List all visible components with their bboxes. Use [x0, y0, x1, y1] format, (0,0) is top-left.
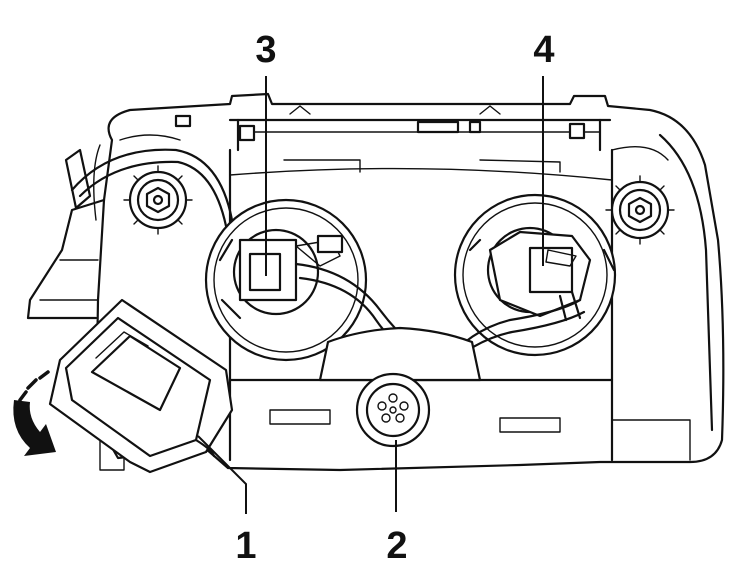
right-adjuster-gear — [605, 175, 675, 245]
callout-3: 3 — [255, 29, 276, 71]
rotation-arrow — [13, 370, 57, 456]
high-beam-socket — [453, 193, 617, 357]
callout-1: 1 — [235, 525, 256, 567]
left-adjuster-gear — [123, 165, 193, 235]
callout-2: 2 — [386, 525, 407, 567]
connector-plug — [355, 372, 431, 448]
lower-bridge — [318, 326, 482, 382]
headlamp-housing — [26, 92, 725, 472]
low-beam-socket — [204, 198, 368, 362]
bulb-cover — [48, 298, 234, 474]
leader-lines — [197, 76, 544, 514]
callout-4: 4 — [533, 29, 554, 71]
